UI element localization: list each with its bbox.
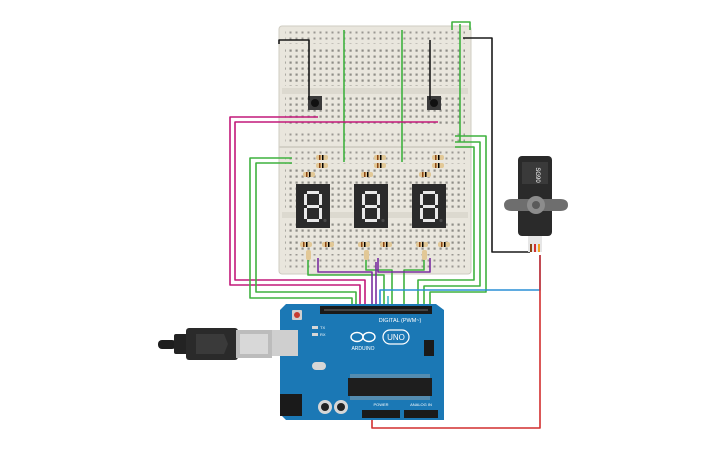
segment-a: [307, 191, 319, 194]
servo-model-label: SG90: [534, 167, 540, 183]
arduino-uno[interactable]: DIGITAL (PWM~) TX RX ARDUINO UNO: [272, 304, 444, 420]
microcontroller-chip: [348, 378, 432, 396]
segment-f: [304, 194, 307, 205]
seven-segment-displays: [296, 184, 446, 228]
segment-e: [420, 208, 423, 219]
segment-dp: [323, 218, 327, 223]
rx-label: RX: [320, 332, 326, 337]
crystal-oscillator: [312, 362, 326, 370]
top-power-rail: [285, 30, 465, 44]
segment-a: [365, 191, 377, 194]
bottom-power-rail: [285, 254, 465, 268]
resistor[interactable]: [322, 242, 334, 247]
segment-d: [365, 219, 377, 222]
resistor[interactable]: [316, 155, 328, 160]
wire-magenta-left-button[interactable]: [229, 116, 361, 310]
resistor[interactable]: [316, 163, 328, 168]
power-header[interactable]: [362, 410, 400, 418]
segment-e: [304, 208, 307, 219]
power-jack: [280, 394, 302, 416]
segment-g: [307, 205, 319, 208]
segment-d: [307, 219, 319, 222]
push-button-right[interactable]: [427, 96, 441, 110]
segment-a: [423, 191, 435, 194]
segment-b: [377, 194, 380, 205]
push-button-left[interactable]: [308, 96, 322, 110]
segment-c: [435, 208, 438, 219]
wire-purple-2[interactable]: [377, 258, 431, 273]
segment-g: [423, 205, 435, 208]
resistor[interactable]: [438, 242, 450, 247]
resistor[interactable]: [303, 172, 315, 177]
uno-badge: [382, 329, 410, 345]
wire-green-display-b[interactable]: [255, 162, 357, 310]
resistor[interactable]: [380, 242, 392, 247]
arduino-brand: ARDUINO: [351, 346, 374, 352]
resistor[interactable]: [358, 242, 370, 247]
segment-b: [319, 194, 322, 205]
resistors: [300, 155, 450, 260]
wire-purple-1[interactable]: [317, 258, 373, 310]
segment-f: [420, 194, 423, 205]
usb-jack: [272, 330, 298, 356]
resistor[interactable]: [300, 242, 312, 247]
seven-segment-display-3[interactable]: [412, 184, 446, 228]
analog-header-label: ANALOG IN: [410, 402, 432, 407]
wire-green-right-a[interactable]: [429, 135, 487, 310]
usb-cable[interactable]: [158, 328, 272, 360]
wire-black-left-button[interactable]: [278, 39, 310, 100]
seven-segment-display-1[interactable]: [296, 184, 330, 228]
digital-header-label: DIGITAL (PWM~): [379, 318, 422, 324]
resistor[interactable]: [432, 163, 444, 168]
center-channel: [282, 88, 468, 94]
wire-green-display-a[interactable]: [249, 157, 353, 310]
segment-dp: [439, 218, 443, 223]
resistor[interactable]: [422, 250, 427, 260]
wire-green-top-loop[interactable]: [451, 21, 471, 30]
resistor[interactable]: [419, 172, 431, 177]
power-header-label: POWER: [373, 402, 388, 407]
arduino-logo: [350, 331, 376, 343]
resistor[interactable]: [361, 172, 373, 177]
resistor[interactable]: [416, 242, 428, 247]
segment-f: [362, 194, 365, 205]
servo-motor[interactable]: SG90: [504, 156, 568, 252]
segment-b: [435, 194, 438, 205]
segment-g: [365, 205, 377, 208]
arduino-model: UNO: [387, 333, 405, 342]
tx-label: TX: [320, 325, 325, 330]
middle-power-rail: [285, 130, 465, 144]
resistor[interactable]: [374, 155, 386, 160]
segment-c: [377, 208, 380, 219]
resistor[interactable]: [432, 155, 444, 160]
resistor[interactable]: [306, 250, 311, 260]
wire-green-bottom-1[interactable]: [307, 258, 385, 310]
breadboard[interactable]: [278, 25, 472, 275]
segment-c: [319, 208, 322, 219]
segment-d: [423, 219, 435, 222]
analog-header[interactable]: [404, 410, 438, 418]
resistor[interactable]: [374, 163, 386, 168]
upper-terminal-strip: [285, 48, 465, 86]
segment-e: [362, 208, 365, 219]
wire-green-right-b[interactable]: [423, 141, 481, 310]
seven-segment-display-2[interactable]: [354, 184, 388, 228]
resistor[interactable]: [364, 250, 369, 260]
wire-magenta-right-button[interactable]: [234, 121, 438, 310]
wire-black-gnd-servo[interactable]: [463, 37, 530, 253]
icsp-header: [424, 340, 434, 356]
segment-dp: [381, 218, 385, 223]
